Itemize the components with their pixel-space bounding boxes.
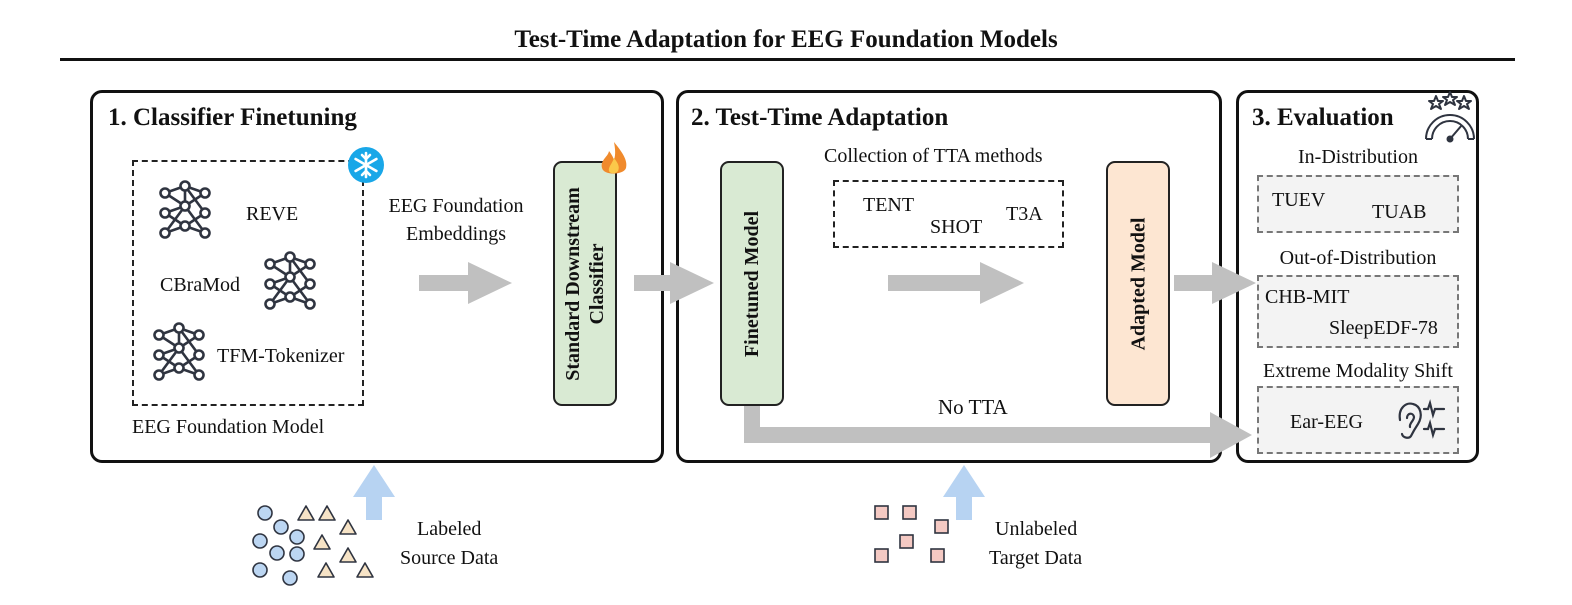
- extreme-shift-box: [1257, 386, 1459, 454]
- foundation-model-box: [132, 160, 364, 406]
- arrow-no-tta: [744, 406, 1252, 458]
- out-of-distribution-box: [1257, 275, 1459, 348]
- flame-icon: [601, 142, 627, 174]
- snowflake-icon: [348, 147, 384, 183]
- finetuned-model-box: Finetuned Model: [720, 161, 784, 406]
- extreme-shift-label: Extreme Modality Shift: [1263, 360, 1453, 382]
- arrow-classifier-to-finetuned: [634, 262, 714, 304]
- tta-collection-label: Collection of TTA methods: [824, 145, 1043, 167]
- model-cbramod: CBraMod: [160, 274, 240, 296]
- in-distribution-box: [1257, 175, 1459, 233]
- ear-icon: [1398, 399, 1446, 439]
- downstream-classifier-box: Standard Downstream Classifier: [553, 161, 617, 406]
- gauge-stars-icon: [1425, 91, 1475, 143]
- figure-title: Test-Time Adaptation for EEG Foundation …: [514, 26, 1058, 53]
- dataset-tuev: TUEV: [1272, 189, 1326, 211]
- target-data-label: Unlabeled Target Data: [989, 515, 1115, 573]
- network-icon: [159, 180, 211, 239]
- arrow-to-evaluation: [1174, 262, 1256, 304]
- flow-arrows: [419, 262, 1256, 458]
- arrow-tta: [888, 262, 1024, 304]
- method-t3a: T3A: [1006, 203, 1043, 225]
- in-distribution-label: In-Distribution: [1298, 146, 1418, 168]
- model-tfm-tokenizer: TFM-Tokenizer: [217, 345, 345, 367]
- dataset-sleepedf-78: SleepEDF-78: [1329, 317, 1438, 339]
- dataset-ear-eeg: Ear-EEG: [1290, 411, 1363, 433]
- target-label-line1: Unlabeled: [995, 518, 1078, 540]
- panel1-title: 1. Classifier Finetuning: [108, 104, 357, 131]
- target-data-points: [874, 505, 949, 563]
- source-label-line1: Labeled: [417, 518, 482, 540]
- embeddings-label-line2: Embeddings: [406, 223, 506, 245]
- adapted-model-box: Adapted Model: [1106, 161, 1170, 406]
- panel3-title: 3. Evaluation: [1252, 104, 1394, 131]
- embeddings-label: EEG Foundation Embeddings: [370, 192, 542, 248]
- out-of-distribution-label: Out-of-Distribution: [1279, 247, 1437, 269]
- target-input-arrow: [943, 465, 985, 520]
- panel2-title: 2. Test-Time Adaptation: [691, 104, 949, 131]
- embeddings-label-line1: EEG Foundation: [388, 195, 524, 217]
- dataset-chb-mit: CHB-MIT: [1265, 286, 1350, 308]
- tta-methods-box: [833, 180, 1064, 248]
- no-tta-label: No TTA: [938, 395, 1008, 419]
- source-data-points: [252, 505, 374, 586]
- arrow-embeddings: [419, 262, 512, 304]
- method-tent: TENT: [863, 194, 915, 216]
- target-label-line2: Target Data: [989, 547, 1083, 569]
- source-input-arrow: [353, 465, 395, 520]
- network-icon: [264, 251, 316, 310]
- network-icon: [153, 322, 205, 381]
- foundation-model-label: EEG Foundation Model: [132, 416, 325, 438]
- model-reve: REVE: [246, 203, 299, 225]
- method-shot: SHOT: [930, 216, 983, 238]
- title-divider: [60, 58, 1515, 61]
- source-label-line2: Source Data: [400, 547, 499, 569]
- source-data-label: Labeled Source Data: [400, 515, 535, 573]
- dataset-tuab: TUAB: [1372, 201, 1427, 223]
